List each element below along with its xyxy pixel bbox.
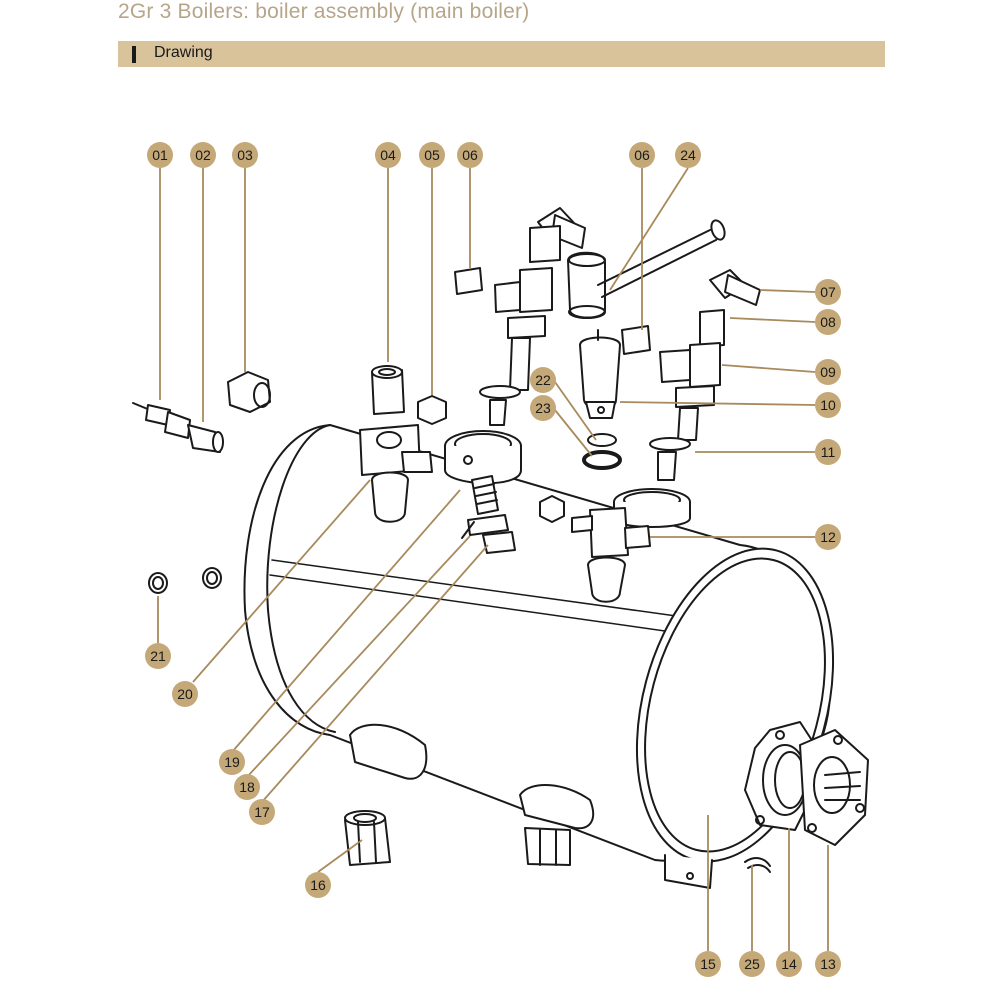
svg-text:13: 13: [820, 956, 836, 972]
section-label: Drawing: [154, 44, 213, 61]
svg-text:15: 15: [700, 956, 716, 972]
elbow-fittings: [454, 267, 651, 355]
svg-text:11: 11: [821, 444, 836, 460]
bottom-nut: [344, 810, 391, 866]
bottom-fitting: [524, 827, 571, 866]
callout-17: 17: [249, 799, 275, 825]
gaskets: [148, 567, 222, 594]
svg-text:20: 20: [177, 686, 193, 702]
callout-10: 10: [815, 392, 841, 418]
callout-21: 21: [145, 643, 171, 669]
callout-14: 14: [776, 951, 802, 977]
svg-text:18: 18: [239, 779, 255, 795]
svg-text:14: 14: [781, 956, 797, 972]
svg-text:05: 05: [424, 147, 440, 163]
callout-12: 12: [815, 524, 841, 550]
svg-text:09: 09: [820, 364, 836, 380]
section-marker: [132, 46, 136, 63]
callout-01: 01: [147, 142, 173, 168]
callout-09: 09: [815, 359, 841, 385]
svg-text:21: 21: [150, 648, 166, 664]
pressure-switch-fitting: [359, 365, 433, 523]
svg-text:10: 10: [820, 397, 836, 413]
page-title: 2Gr 3 Boilers: boiler assembly (main boi…: [118, 0, 530, 23]
svg-text:08: 08: [820, 314, 836, 330]
callout-02: 02: [190, 142, 216, 168]
level-sensor-right: [649, 269, 761, 481]
callout-19: 19: [219, 749, 245, 775]
top-flange-right: [613, 488, 691, 528]
safety-valve: [461, 475, 516, 554]
svg-text:02: 02: [195, 147, 211, 163]
callout-22: 22: [530, 367, 556, 393]
leader-lines: [157, 167, 829, 951]
callout-06: 06: [457, 142, 483, 168]
svg-text:19: 19: [224, 754, 240, 770]
callout-15: 15: [695, 951, 721, 977]
svg-text:22: 22: [535, 372, 551, 388]
callout-18: 18: [234, 774, 260, 800]
callout-04: 04: [375, 142, 401, 168]
clip-part: [744, 857, 771, 873]
callout-06: 06: [629, 142, 655, 168]
svg-text:16: 16: [310, 877, 326, 893]
small-nut: [417, 395, 447, 425]
callout-08: 08: [815, 309, 841, 335]
svg-text:01: 01: [152, 147, 168, 163]
callout-25: 25: [739, 951, 765, 977]
callout-03: 03: [232, 142, 258, 168]
svg-text:17: 17: [254, 804, 270, 820]
nut-fitting: [227, 371, 271, 413]
callout-11: 11: [815, 439, 841, 465]
level-sensor-left: [479, 207, 586, 426]
svg-text:07: 07: [820, 284, 836, 300]
callout-group: 01 02 03 04 05 06 06 24 07 08 09 10 11 1…: [145, 142, 841, 977]
anti-vacuum-valve: [579, 329, 622, 470]
callout-07: 07: [815, 279, 841, 305]
boiler-feet: [349, 723, 713, 889]
svg-text:04: 04: [380, 147, 396, 163]
callout-05: 05: [419, 142, 445, 168]
svg-text:25: 25: [744, 956, 760, 972]
sight-glass: [567, 219, 726, 319]
callout-23: 23: [530, 395, 556, 421]
callout-13: 13: [815, 951, 841, 977]
level-probe: [132, 402, 224, 453]
section-header-bar: Drawing: [118, 41, 885, 67]
callout-16: 16: [305, 872, 331, 898]
tee-fitting: [539, 495, 651, 603]
callout-20: 20: [172, 681, 198, 707]
svg-text:06: 06: [462, 147, 478, 163]
svg-text:24: 24: [680, 147, 696, 163]
svg-text:12: 12: [820, 529, 836, 545]
callout-24: 24: [675, 142, 701, 168]
heating-element-flanges: [744, 721, 869, 846]
top-flange-left: [444, 430, 522, 485]
svg-text:06: 06: [634, 147, 650, 163]
svg-text:03: 03: [237, 147, 253, 163]
svg-text:23: 23: [535, 400, 551, 416]
